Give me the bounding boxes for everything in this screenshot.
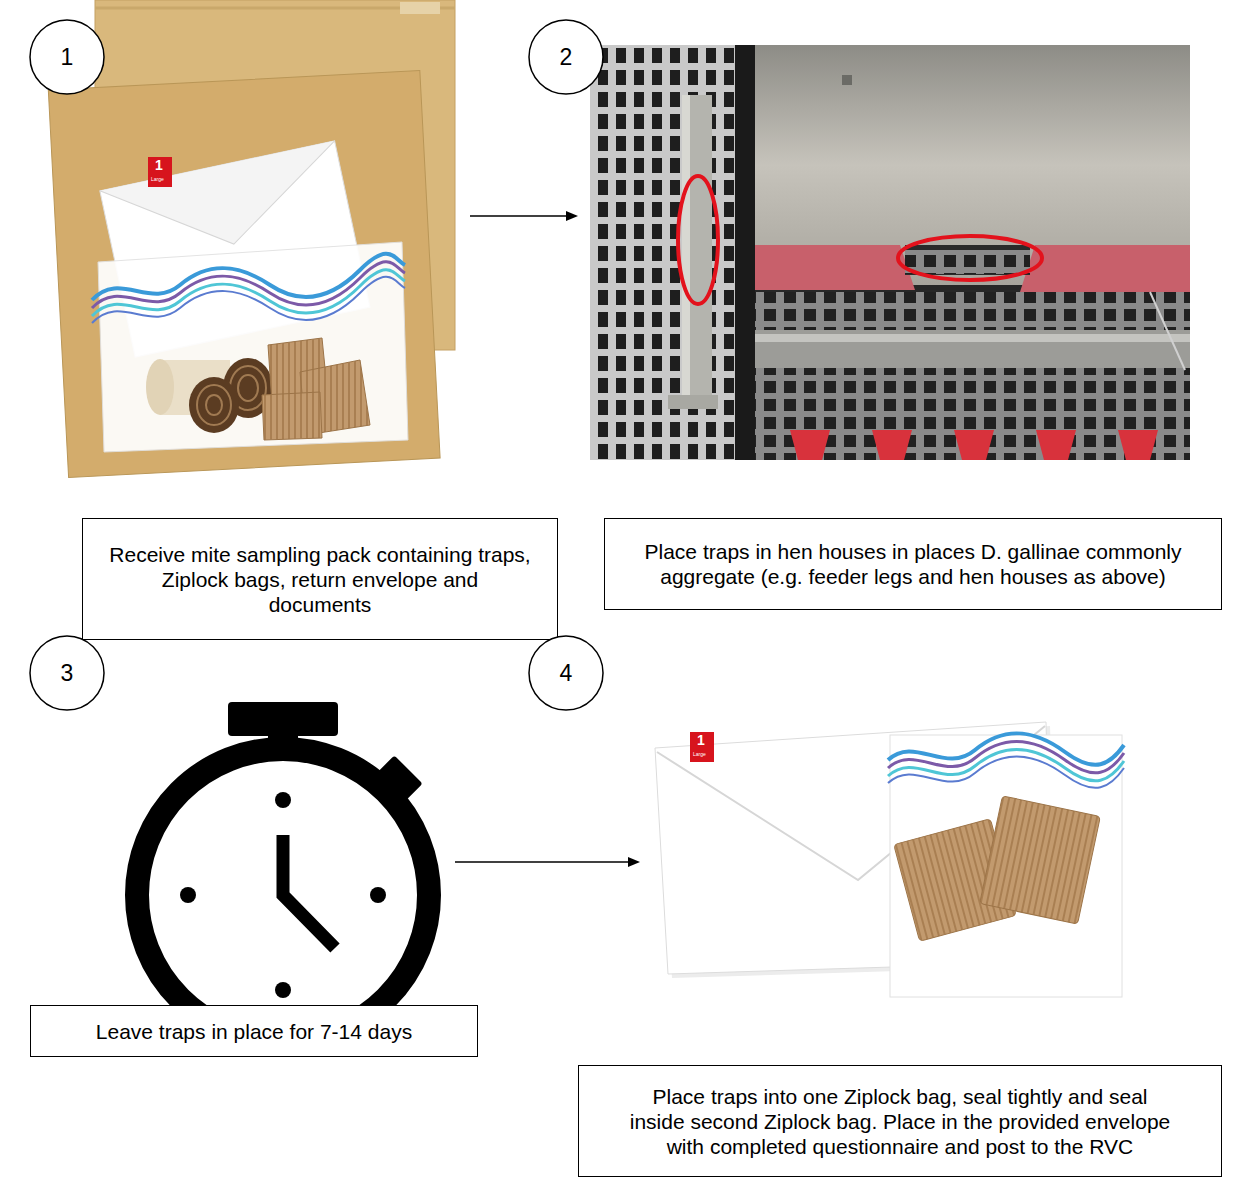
- stamp-text: Large: [151, 177, 164, 182]
- callout-number: 4: [560, 660, 573, 687]
- stopwatch-icon: [137, 702, 429, 1041]
- circle-outline: [529, 636, 603, 710]
- flow-arrow: [470, 211, 578, 221]
- caption-text: Leave traps in place for 7-14 days: [96, 1019, 412, 1044]
- step-caption: Place traps into one Ziplock bag, seal t…: [578, 1065, 1222, 1177]
- step-caption: Receive mite sampling pack containing tr…: [82, 518, 558, 640]
- circle-outline: [30, 636, 104, 710]
- circle-outline: [30, 20, 104, 94]
- stamp-text: 1: [155, 158, 163, 172]
- step-number: 2: [528, 19, 604, 95]
- circle-outline: [529, 20, 603, 94]
- hen-house-photo: [590, 45, 1190, 460]
- caption-text: Receive mite sampling pack containing tr…: [109, 542, 531, 617]
- return-envelope-illustration: [655, 722, 1124, 997]
- step-caption: Leave traps in place for 7-14 days: [30, 1005, 478, 1057]
- step-number: 4: [528, 635, 604, 711]
- callout-number: 1: [61, 44, 74, 71]
- step-number: 3: [29, 635, 105, 711]
- caption-text: Place traps into one Ziplock bag, seal t…: [627, 1084, 1173, 1159]
- step-number: 1: [29, 19, 105, 95]
- callout-number: 3: [61, 660, 74, 687]
- flow-arrow: [455, 857, 640, 867]
- caption-text: Place traps in hen houses in places D. g…: [641, 539, 1185, 589]
- stamp-text: Large: [693, 752, 706, 757]
- stamp-text: 1: [697, 733, 705, 747]
- step-caption: Place traps in hen houses in places D. g…: [604, 518, 1222, 610]
- callout-number: 2: [560, 44, 573, 71]
- sampling-pack-illustration: [48, 0, 455, 478]
